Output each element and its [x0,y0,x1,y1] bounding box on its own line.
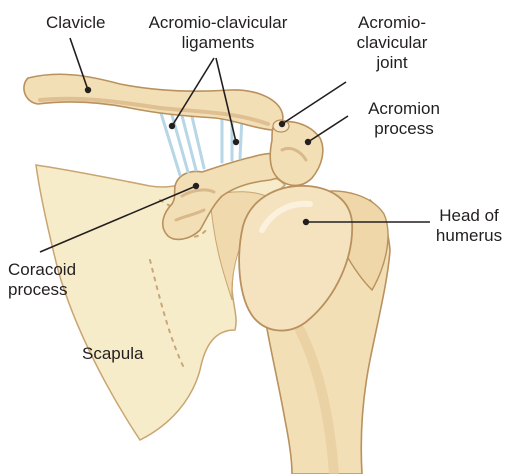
ac-joint-label-line-2: clavicular [336,33,448,53]
coracoid-label: Coracoid process [8,260,76,300]
ac-ligaments-label: Acromio-clavicular ligaments [142,13,294,53]
coracoid-label-line-1: Coracoid [8,260,76,280]
acromion-label: Acromion process [356,99,452,139]
scapula-label: Scapula [82,344,143,364]
clavicle-label-line: Clavicle [46,13,106,33]
ac-joint-label-line-1: Acromio- [336,13,448,33]
head-of-humerus-label-line-2: humerus [428,226,510,246]
acromion-label-line-1: Acromion [356,99,452,119]
head-of-humerus-label: Head of humerus [428,206,510,246]
ac-joint-leader [282,82,346,124]
acromion-label-line-2: process [356,119,452,139]
clavicle-label: Clavicle [46,13,106,33]
coracoid-label-line-2: process [8,280,76,300]
ac-joint-label: Acromio- clavicular joint [336,13,448,73]
scapula-label-line: Scapula [82,344,143,364]
acromion-leader [308,116,348,142]
clavicle-shape [24,74,283,130]
head-of-humerus-label-line-1: Head of [428,206,510,226]
ac-ligaments-label-line-2: ligaments [142,33,294,53]
ac-ligaments-label-line-1: Acromio-clavicular [142,13,294,33]
ac-joint-label-line-3: joint [336,53,448,73]
